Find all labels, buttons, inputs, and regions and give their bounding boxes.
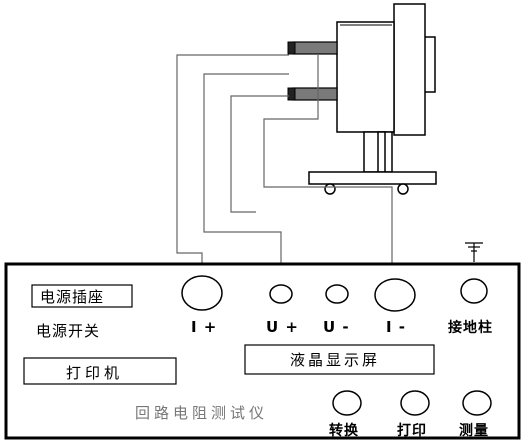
terminal-ground[interactable] [460,278,488,304]
terminal-i-plus[interactable] [181,275,223,311]
terminal-u-plus-label: U + [266,318,299,336]
circuit-breaker [308,3,437,195]
lead-i-plus [176,54,289,272]
switch-button[interactable] [332,390,362,416]
upper-contact-arm [292,41,338,55]
lead-u-minus [230,95,289,213]
terminal-u-minus[interactable] [325,284,349,304]
breaker-front-body [336,21,395,133]
power-switch-label[interactable]: 电源开关 [36,322,101,340]
instrument-title: 回路电阻测试仪 [135,404,269,422]
measure-button-label: 测量 [459,423,489,439]
breaker-base [308,171,437,185]
terminal-i-minus[interactable] [374,278,416,312]
breaker-wheel-left [324,183,336,195]
terminals [181,275,488,312]
lower-contact-tip [287,87,296,101]
breaker-column-inner [377,131,386,173]
power-socket-box [31,284,133,308]
power-socket-label: 电源插座 [40,288,105,306]
display-label: 液晶显示屏 [290,351,381,369]
print-button-label: 打印 [397,423,427,439]
breaker-contacts [287,41,338,101]
printer-box [23,357,177,385]
test-leads [176,54,393,286]
lead-u-plus [203,73,289,286]
breaker-main-body [393,3,426,136]
panel-buttons [332,390,492,416]
printer-label: 打印机 [66,364,124,382]
terminal-u-plus[interactable] [269,284,293,304]
breaker-wheel-right [397,183,409,195]
ground-symbol [465,242,483,262]
measure-button[interactable] [462,390,492,416]
upper-contact-tip [287,41,296,55]
terminal-i-plus-label: I + [191,318,218,336]
switch-button-label: 转换 [329,423,359,439]
lead-i-minus [263,54,393,280]
ground-label: 接地柱 [448,320,493,336]
terminal-i-minus-label: I - [386,318,407,336]
lower-contact-arm [292,87,338,101]
print-button[interactable] [400,390,430,416]
display-box [244,344,435,375]
terminal-u-minus-label: U - [323,318,350,336]
